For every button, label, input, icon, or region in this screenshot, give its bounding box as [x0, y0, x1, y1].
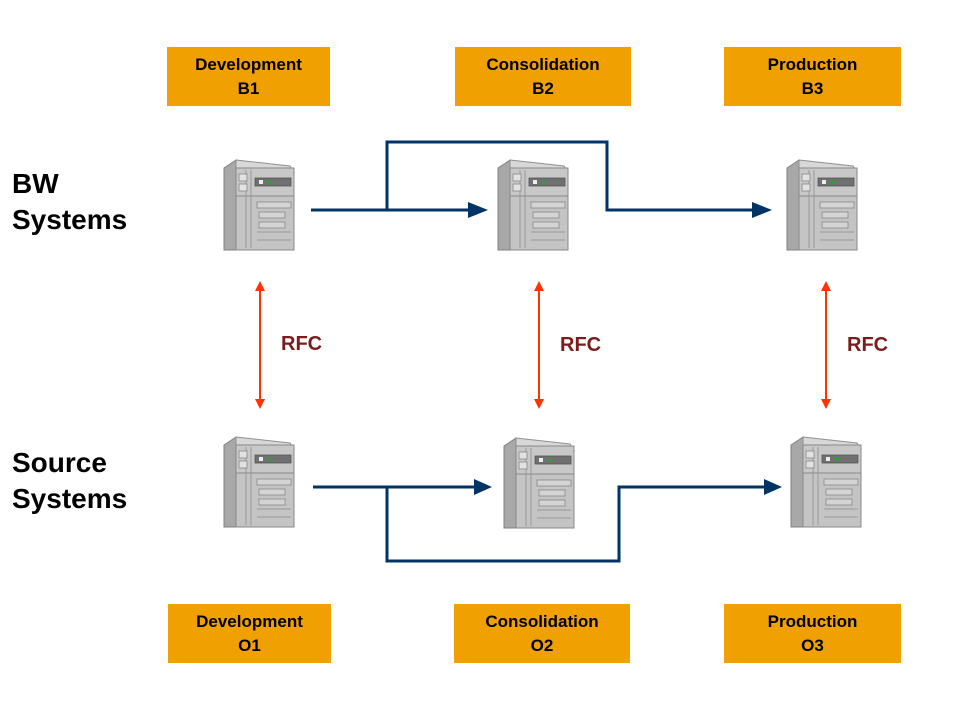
rfc-label-2: RFC	[560, 334, 602, 356]
server-icon-b1	[223, 159, 295, 251]
server-icon-b2	[497, 159, 569, 251]
box-id: O3	[801, 635, 824, 655]
source-production-box: Production O3	[724, 604, 901, 663]
bw-development-box: Development B1	[167, 47, 330, 106]
box-id: B1	[237, 78, 260, 98]
box-stage: Production	[767, 611, 858, 631]
row-label-line: Source	[12, 447, 107, 478]
row-label-line: Systems	[12, 483, 128, 514]
source-development-box: Development O1	[168, 604, 331, 663]
bw-systems-label: BW Systems	[12, 166, 127, 238]
source-consolidation-box: Consolidation O2	[454, 604, 630, 663]
rfc-label-1: RFC	[281, 333, 323, 355]
box-stage: Development	[195, 54, 302, 74]
server-icon-o2	[503, 437, 575, 529]
box-stage: Production	[767, 54, 858, 74]
source-systems-label: Source Systems	[12, 445, 127, 517]
bw-consolidation-box: Consolidation B2	[455, 47, 631, 106]
server-icon-o1	[223, 436, 295, 528]
arrowhead-icon	[468, 202, 488, 218]
box-id: O2	[530, 635, 554, 655]
box-stage: Consolidation	[486, 54, 600, 74]
transport-path-b1-b3	[385, 140, 760, 212]
arrowhead-icon	[474, 479, 492, 495]
rfc-label-3: RFC	[847, 334, 889, 356]
row-label-line: BW	[12, 168, 59, 199]
server-icon-b3	[786, 159, 858, 251]
arrowhead-icon	[752, 202, 772, 218]
arrowhead-icon	[764, 479, 782, 495]
box-id: B2	[532, 78, 554, 98]
transport-path-o1-o3	[385, 485, 766, 563]
box-id: O1	[238, 635, 261, 655]
box-stage: Consolidation	[485, 611, 599, 631]
box-stage: Development	[196, 611, 303, 631]
bw-production-box: Production B3	[724, 47, 901, 106]
box-id: B3	[801, 78, 824, 98]
server-icon-o3	[790, 436, 862, 528]
row-label-line: Systems	[12, 204, 128, 235]
